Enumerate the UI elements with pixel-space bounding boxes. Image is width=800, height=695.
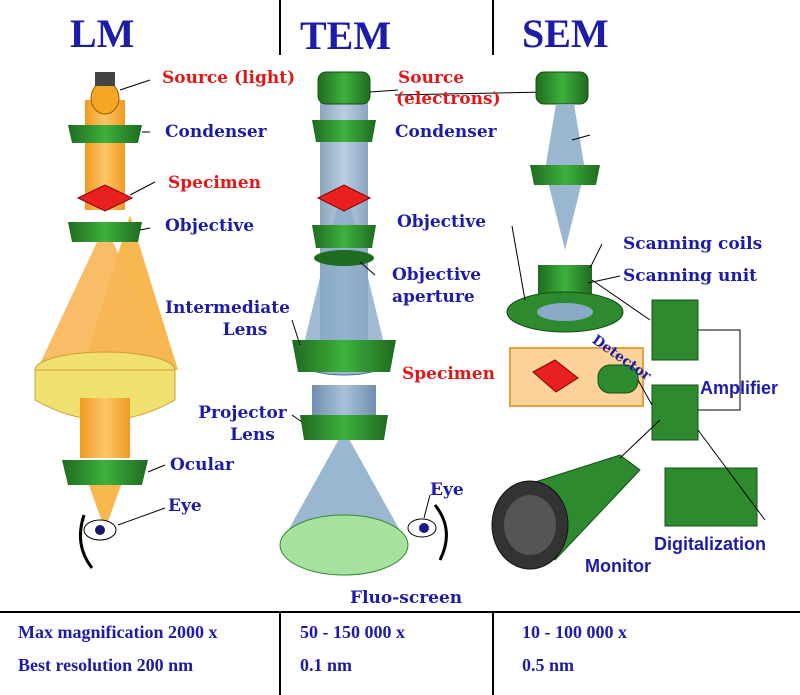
- sem-specimen-label: Specimen: [402, 364, 495, 384]
- tem-objective-aperture-label-2: aperture: [392, 287, 475, 307]
- sem-scanning-coils-pointer: [589, 243, 603, 269]
- lm-specimen-slide: [76, 184, 134, 212]
- lm-condenser-lens: [68, 125, 142, 143]
- sem-amplifier-label: Amplifier: [700, 378, 779, 398]
- tem-beam-upper: [300, 195, 388, 360]
- lm-eye-pupil: [95, 525, 105, 535]
- lm-ocular-label: Ocular: [170, 455, 234, 475]
- tem-intermediate-label-2: Lens: [222, 320, 268, 340]
- sem-digitalization-box: [664, 467, 758, 527]
- lm-light-bulb: [90, 81, 120, 115]
- lm-objective-pointer: [139, 227, 151, 231]
- sem-detector: [597, 364, 639, 394]
- sem-scanning-coils-label: Scanning coils: [623, 234, 763, 254]
- sem-header: SEM: [522, 11, 609, 56]
- tem-intermediate-lens: [292, 340, 396, 372]
- table-sem-magnification: 10 - 100 000 x: [522, 622, 627, 642]
- lm-specimen-label: Specimen: [168, 173, 261, 193]
- sem-objective-label: Objective: [397, 212, 487, 232]
- sem-condenser-lens: [530, 165, 600, 185]
- lm-ocular-pointer: [147, 464, 166, 473]
- lm-eye-brow: [78, 514, 94, 569]
- sem-condenser-pointer: [571, 134, 591, 141]
- table-sem-resolution: 0.5 nm: [522, 655, 575, 675]
- lm-ocular-lens: [62, 460, 148, 485]
- tem-eye-label: Eye: [430, 480, 464, 500]
- tem-projector-lens: [300, 415, 388, 440]
- tem-condenser-lens: [312, 120, 376, 142]
- tem-microscope: [279, 71, 549, 576]
- tem-projection-cone: [280, 430, 408, 545]
- tem-electron-source: [317, 71, 371, 105]
- tem-eye-pointer: [423, 494, 431, 519]
- sem-objective-bore: [537, 303, 593, 321]
- lm-objective-lens: [68, 222, 142, 242]
- sem-specimen: [532, 359, 579, 393]
- tem-objective-aperture-label-1: Objective: [392, 265, 482, 285]
- lm-source-label: Source (light): [162, 68, 296, 88]
- tem-projector-label-2: Lens: [230, 425, 275, 445]
- tem-source-pointer: [369, 89, 399, 93]
- sem-electron-source: [535, 71, 589, 105]
- lm-microscope: [34, 72, 178, 569]
- sem-digitalization-label: Digitalization: [654, 534, 766, 554]
- tem-source-label-2: (electrons): [396, 89, 501, 109]
- tem-sem-source-pointer: [394, 91, 549, 96]
- sem-scanning-unit-label: Scanning unit: [623, 266, 758, 286]
- table-tem-resolution: 0.1 nm: [300, 655, 353, 675]
- lm-condenser-label: Condenser: [165, 122, 267, 142]
- sem-monitor-label: Monitor: [585, 556, 651, 576]
- lm-ocular-tube: [80, 398, 130, 458]
- tem-intermediate-label-1: Intermediate: [165, 298, 290, 318]
- sem-objective-pointer: [511, 225, 526, 301]
- sem-amplifier-box: [651, 384, 699, 441]
- tem-projector-label-1: Projector: [198, 403, 287, 423]
- table-tem-magnification: 50 - 150 000 x: [300, 622, 405, 642]
- sem-scanning-unit-box: [651, 299, 699, 361]
- tem-header: TEM: [300, 13, 392, 58]
- table-best-resolution-label: Best resolution 200 nm: [18, 655, 194, 675]
- lm-eye-label: Eye: [168, 496, 202, 516]
- lm-light-cone: [37, 225, 173, 370]
- tem-eye-brow: [433, 504, 448, 561]
- tem-projector-pointer: [291, 414, 303, 423]
- lm-source-pointer: [119, 79, 151, 91]
- sem-microscope: [491, 71, 766, 570]
- table-max-magnification-label: Max magnification 2000 x: [18, 622, 218, 642]
- tem-objective-lens: [312, 225, 376, 248]
- tem-fluo-screen-label: Fluo-screen: [350, 588, 463, 608]
- tem-objective-aperture: [314, 250, 374, 266]
- sem-condenser-label: Condenser: [395, 122, 497, 142]
- sem-monitor-screen: [504, 495, 556, 555]
- lm-bulb-socket: [95, 72, 115, 86]
- lm-eye-pointer: [117, 507, 166, 526]
- lm-objective-label: Objective: [165, 216, 255, 236]
- tem-intermediate-pointer: [291, 319, 301, 346]
- tem-eye-pupil: [419, 523, 429, 533]
- tem-source-label-1: Source: [398, 68, 465, 88]
- sem-cables: [591, 279, 766, 521]
- lm-header: LM: [70, 11, 135, 56]
- tem-fluo-screen: [279, 514, 409, 576]
- comparison-table-grid: [0, 611, 800, 695]
- sem-scanning-unit-pointer: [587, 275, 621, 284]
- tem-aperture-pointer: [359, 261, 376, 276]
- sem-scanning-coils: [538, 265, 592, 300]
- tem-specimen: [316, 184, 372, 212]
- lm-specimen-pointer: [129, 181, 156, 196]
